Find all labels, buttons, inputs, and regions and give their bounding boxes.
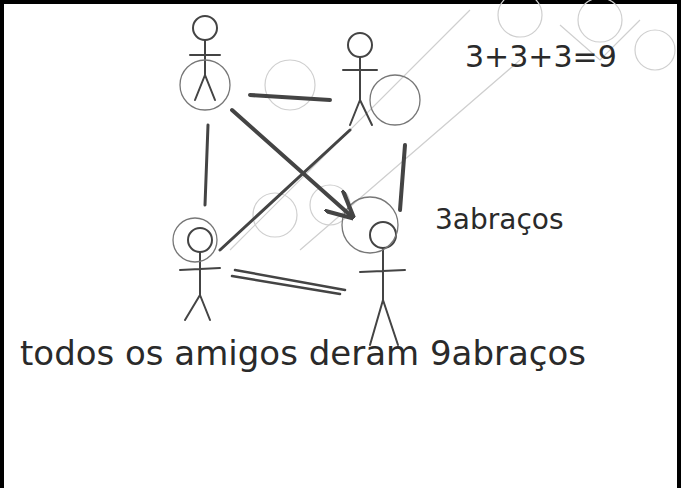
handwritten-note: 3+3+3=9	[465, 40, 617, 73]
hug-lines	[205, 95, 405, 294]
faint-circle	[578, 0, 622, 42]
stick-figure	[180, 16, 230, 110]
faint-circle	[310, 185, 350, 225]
handwritten-note: todos os amigos deram 9abraços	[20, 335, 586, 372]
hug-line	[400, 145, 405, 210]
hug-line	[232, 270, 345, 294]
stick-figure	[173, 218, 220, 320]
faint-circle	[265, 60, 315, 110]
stick-figures	[173, 16, 420, 345]
handwritten-note: 3abraços	[435, 205, 564, 236]
stick-figure	[343, 33, 420, 125]
stick-figure	[342, 197, 405, 345]
hug-line	[205, 125, 208, 205]
hug-line	[232, 110, 350, 215]
hug-line	[220, 130, 350, 250]
faint-circle	[635, 30, 675, 70]
faint-line	[230, 10, 640, 250]
hug-line	[250, 95, 330, 100]
faint-circles	[230, 0, 675, 250]
faint-circle	[498, 0, 542, 37]
